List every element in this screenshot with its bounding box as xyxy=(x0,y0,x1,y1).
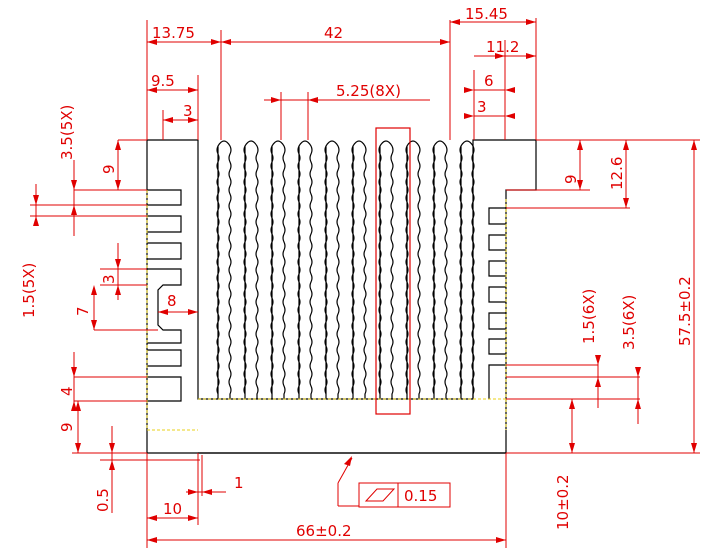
dim-10: 10 xyxy=(163,500,182,518)
fin xyxy=(405,140,421,399)
fin xyxy=(459,140,475,399)
dim-right-9: 9 xyxy=(562,174,580,184)
dim-57-5: 57.5±0.2 xyxy=(676,276,694,346)
fin xyxy=(351,140,367,399)
arrowheads xyxy=(33,19,697,543)
dim-13-75: 13.75 xyxy=(152,24,195,42)
dim-left-8: 8 xyxy=(167,292,177,310)
dim-3-right: 3 xyxy=(477,98,487,116)
right-fin-slots xyxy=(488,207,506,399)
dim-left-9: 9 xyxy=(100,164,118,174)
fin xyxy=(216,140,232,399)
highlight-box xyxy=(375,127,411,415)
heatsink-profile xyxy=(146,139,537,454)
dim-1: 1 xyxy=(234,474,244,492)
hidden-edges xyxy=(146,190,507,431)
dim-1-5-5x: 1.5(5X) xyxy=(20,263,38,318)
inner-fins xyxy=(216,140,475,399)
flatness-value: 0.15 xyxy=(404,487,437,505)
dim-9-5: 9.5 xyxy=(151,72,175,90)
dim-3-5-6x: 3.5(6X) xyxy=(620,295,638,350)
fin xyxy=(243,140,259,399)
dim-left-9-bottom: 9 xyxy=(58,422,76,432)
part-outline xyxy=(146,139,537,454)
flatness-frame: 0.15 xyxy=(358,482,451,508)
fin xyxy=(378,140,394,399)
dim-42: 42 xyxy=(324,24,343,42)
dim-1-5-6x: 1.5(6X) xyxy=(580,289,598,344)
left-fin-slots xyxy=(147,189,182,402)
dim-0-5: 0.5 xyxy=(94,488,112,512)
dim-3-5-5x: 3.5(5X) xyxy=(58,105,76,160)
dimension-labels: 13.75 42 15.45 11.2 9.5 6 3 3 5.25(8X) 3… xyxy=(20,5,694,540)
dim-pitch: 5.25(8X) xyxy=(336,82,401,100)
dim-left-4: 4 xyxy=(58,386,76,396)
fin xyxy=(270,140,286,399)
flatness-icon xyxy=(364,488,396,502)
fin xyxy=(324,140,340,399)
fin xyxy=(432,140,448,399)
dim-left-3: 3 xyxy=(100,274,118,284)
dim-12-6: 12.6 xyxy=(608,157,626,190)
dim-66: 66±0.2 xyxy=(296,522,352,540)
dim-15-45: 15.45 xyxy=(465,5,508,23)
dim-11-2: 11.2 xyxy=(486,38,519,56)
dim-left-7: 7 xyxy=(74,306,92,316)
dim-3-left: 3 xyxy=(183,102,193,120)
dimension-lines xyxy=(30,18,700,548)
dim-6: 6 xyxy=(484,72,494,90)
dim-10-0-2: 10±0.2 xyxy=(554,474,572,530)
fin xyxy=(297,140,313,399)
